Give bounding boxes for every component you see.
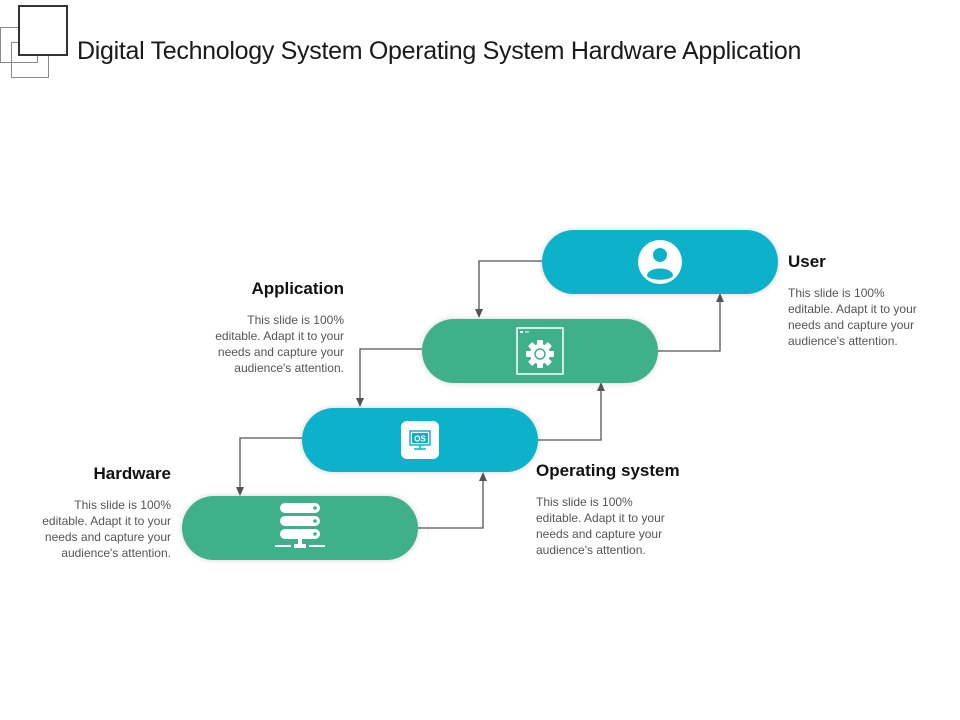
connector-os-to-application bbox=[538, 384, 602, 441]
arrowhead-up bbox=[597, 382, 605, 391]
connector-user-to-application bbox=[478, 260, 542, 312]
app-window-gear-icon bbox=[516, 327, 564, 375]
step-description-user: This slide is 100% editable. Adapt it to… bbox=[788, 286, 917, 348]
os-badge-text: OS bbox=[414, 435, 426, 444]
step-pill-hardware bbox=[182, 496, 418, 560]
arrowhead-down bbox=[475, 309, 483, 318]
server-icon bbox=[275, 503, 325, 548]
decorative-square bbox=[18, 5, 68, 56]
step-heading-operating-system: Operating system bbox=[536, 461, 680, 480]
step-description-application: This slide is 100% editable. Adapt it to… bbox=[215, 313, 344, 375]
arrowhead-up bbox=[716, 293, 724, 302]
step-description-hardware: This slide is 100% editable. Adapt it to… bbox=[42, 498, 171, 560]
step-heading-hardware: Hardware bbox=[93, 464, 171, 483]
arrowhead-up bbox=[479, 472, 487, 481]
arrowhead-down bbox=[356, 398, 364, 407]
step-heading-user: User bbox=[788, 252, 826, 271]
connector-os-to-hardware bbox=[239, 437, 302, 490]
user-icon bbox=[638, 240, 682, 284]
step-pill-application bbox=[422, 319, 658, 383]
step-heading-application: Application bbox=[251, 279, 344, 298]
step-pill-operating-system: OS bbox=[302, 408, 538, 472]
arrowhead-down bbox=[236, 487, 244, 496]
step-description-operating-system: This slide is 100% editable. Adapt it to… bbox=[536, 495, 665, 557]
monitor-os-icon: OS bbox=[401, 421, 439, 459]
connector-application-to-user bbox=[658, 295, 721, 352]
connector-application-to-os bbox=[359, 348, 422, 401]
slide-title: Digital Technology System Operating Syst… bbox=[77, 37, 802, 65]
step-pill-user bbox=[542, 230, 778, 294]
connector-hardware-to-os bbox=[418, 474, 484, 529]
